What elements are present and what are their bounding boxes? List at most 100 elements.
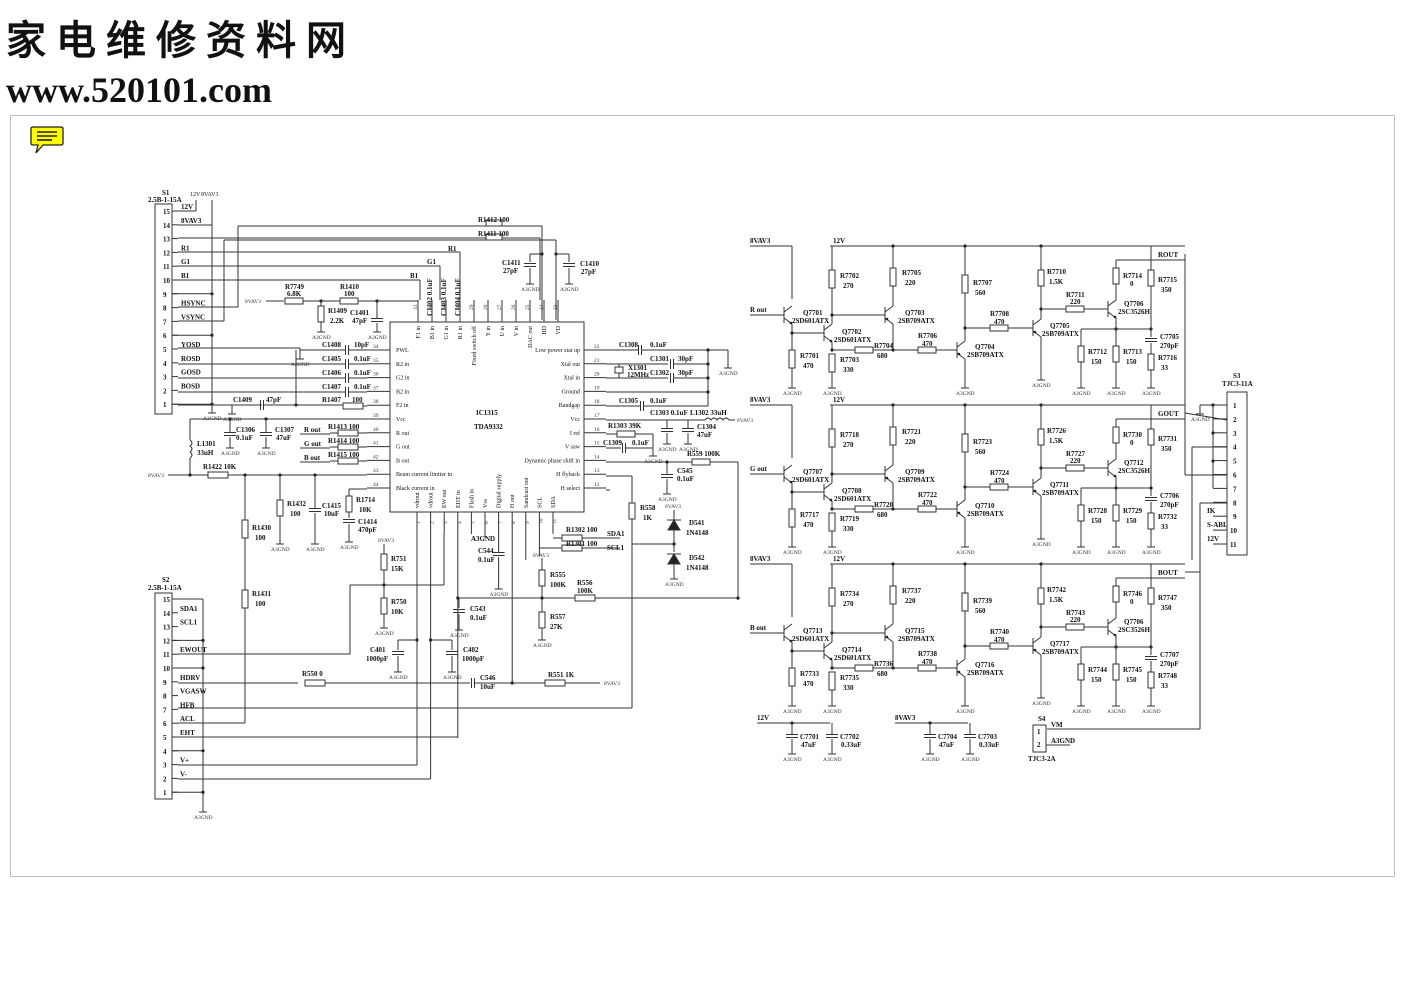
resistor-r550: [304, 679, 326, 687]
pin-number: 7: [163, 706, 167, 714]
pin-number: 3: [1233, 430, 1237, 438]
part-label: R7737: [902, 587, 922, 595]
part-label: R550 0: [302, 670, 323, 678]
part-value: 10K: [359, 506, 372, 514]
junction-dot: [201, 749, 205, 753]
junction-dot: [201, 638, 205, 643]
pin-number: 14: [163, 222, 171, 230]
pin-number: 38: [373, 399, 379, 405]
net-label: 8VAV3: [895, 714, 916, 722]
part-value: 100: [290, 510, 301, 518]
transistor-collector: [823, 323, 833, 331]
part-value: 560: [975, 607, 986, 615]
pin-number: 5: [163, 346, 167, 354]
part-label: C1401: [350, 309, 370, 317]
ground-label: A3GND: [450, 633, 469, 639]
ground-label: A3GND: [194, 815, 213, 821]
part-label: C546: [480, 674, 496, 682]
part-value: 350: [1161, 445, 1172, 453]
transistor-arrow: [1113, 315, 1117, 319]
pin-number: 4: [163, 748, 167, 756]
ground-label: A3GND: [921, 757, 940, 763]
part-value: 470pF: [358, 526, 377, 534]
transistor-arrow: [1033, 648, 1037, 652]
pin-name: EHT in: [456, 490, 462, 508]
resistor-r7707: [961, 274, 969, 294]
comment-note-icon[interactable]: [30, 125, 64, 155]
pin-number: 20: [594, 372, 600, 378]
net-label: GOUT: [1158, 410, 1179, 418]
pin-number: 15: [163, 208, 171, 216]
part-label: R7701: [800, 352, 820, 360]
transistor-q7709: [884, 464, 894, 484]
pin-label: SDA1: [180, 605, 198, 613]
part-label: C1414: [358, 518, 378, 526]
net-label: B out: [750, 624, 767, 632]
part-label: R7734: [840, 590, 860, 598]
junction-dot: [1211, 431, 1215, 435]
transistor-collector: [956, 340, 966, 348]
pin-number: 6: [163, 720, 167, 728]
transistor-q7710: [956, 499, 966, 519]
pin-number: 4: [1233, 444, 1237, 452]
transistor-arrow: [885, 635, 889, 639]
part-value: 560: [975, 289, 986, 297]
part-value: 2SB709ATX: [1042, 489, 1079, 497]
pin-name: G out: [396, 445, 410, 451]
resistor-r7727: [1065, 464, 1085, 472]
part-label: R7706: [918, 332, 938, 340]
part-label: C1407: [322, 383, 342, 391]
pin-number: 10: [1230, 527, 1238, 535]
part-label: C1410: [580, 260, 600, 268]
part-label: C1411: [502, 259, 521, 267]
ground-label: A3GND: [1191, 417, 1210, 423]
pin-name: Vcc: [570, 417, 580, 423]
part-label: R7730: [1123, 431, 1143, 439]
part-label: C543: [470, 605, 486, 613]
part-label: R750: [391, 598, 407, 606]
part-label: C7705: [1160, 333, 1180, 341]
pin-number: 34: [373, 344, 379, 350]
pin-label: VSYNC: [181, 313, 205, 321]
part-value: 470: [922, 658, 933, 666]
part-label: Q7705: [1050, 322, 1070, 330]
connector-part: 2.5B-1-15A: [148, 196, 182, 204]
pin-name: H select: [561, 486, 581, 492]
part-value: 6.8K: [287, 290, 302, 298]
transistor-collector: [783, 623, 793, 631]
part-value: 10uF: [480, 683, 495, 691]
part-label: R1302 100: [566, 526, 598, 534]
ground-label: A3GND: [1107, 391, 1126, 397]
resistor-r7735: [828, 671, 836, 691]
pin-number: 27: [497, 304, 503, 310]
ground-label: A3GND: [823, 709, 842, 715]
part-label: R7722: [918, 491, 938, 499]
transistor-arrow: [789, 480, 793, 484]
transistor-arrow: [829, 657, 833, 661]
resistor-r7705: [889, 267, 897, 287]
ground-label: A3GND: [783, 757, 802, 763]
part-value: 150: [1091, 517, 1102, 525]
ground-label: A3GND: [271, 547, 290, 553]
resistor-r7734: [828, 587, 836, 607]
pin-name: DAC out: [528, 326, 534, 348]
part-label: C544: [478, 547, 494, 555]
part-label: Q7710: [975, 502, 995, 510]
part-value: 270pF: [1160, 501, 1179, 509]
transistor-arrow: [789, 321, 793, 325]
resistor-r7739: [961, 592, 969, 612]
pin-label: EWOUT: [180, 646, 207, 654]
net-label: G out: [750, 465, 768, 473]
part-value: 27pF: [581, 268, 596, 276]
ground-label: A3GND: [1142, 709, 1161, 715]
pin-label: BOSD: [181, 382, 200, 390]
part-value: 33: [1161, 364, 1169, 372]
part-value: 0: [1130, 598, 1134, 606]
pin-number: 33: [413, 304, 419, 310]
part-value: 330: [843, 366, 854, 374]
part-value: 100K: [577, 587, 594, 595]
site-url[interactable]: www.520101.com: [6, 70, 272, 110]
part-label: C1408: [322, 341, 342, 349]
ground-label: A3GND: [783, 550, 802, 556]
